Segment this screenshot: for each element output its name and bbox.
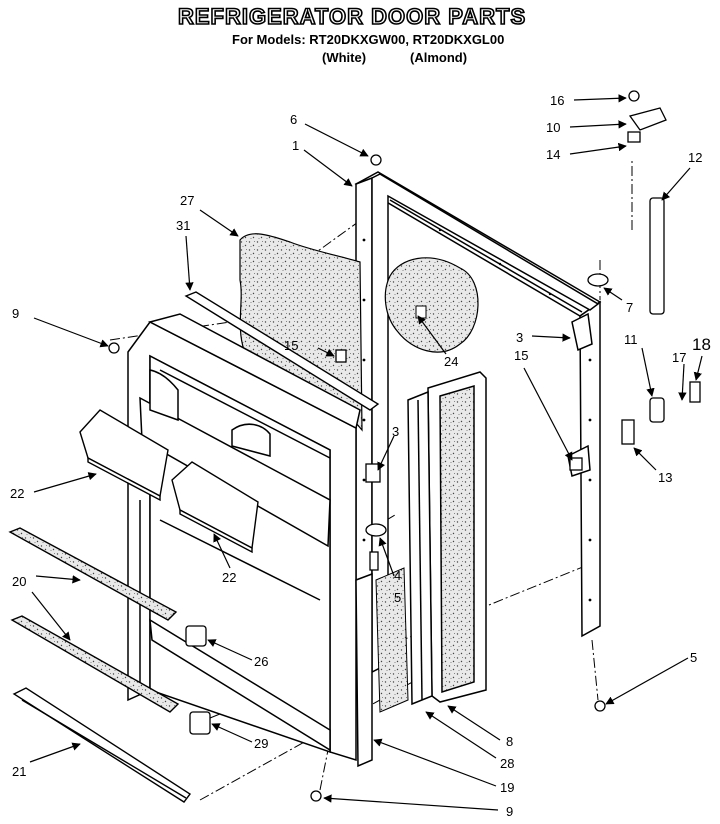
callout-3-center: 3 [392,424,399,439]
leader-lines [29,94,703,811]
callout-labels: 16 10 14 12 6 1 27 31 7 9 3 15 15 24 11 … [10,93,711,819]
callout-14: 14 [546,147,560,162]
small-parts [108,90,701,802]
diagram-title: REFRIGERATOR DOOR PARTS [177,3,527,30]
callout-9-bottom: 9 [506,804,513,819]
retainer-strip-31 [184,291,380,411]
callout-13: 13 [658,470,672,485]
callout-24: 24 [444,354,458,369]
callout-3-right: 3 [516,330,523,345]
callout-26: 26 [254,654,268,669]
callout-27: 27 [180,193,194,208]
callout-20: 20 [12,574,26,589]
callout-22-left: 22 [10,486,24,501]
variant-almond: (Almond) [410,50,468,65]
callout-6: 6 [290,112,297,127]
diagram-header: REFRIGERATOR DOOR PARTS For Models: RT20… [0,0,720,70]
callout-1: 1 [292,138,299,153]
callout-9-top: 9 [12,306,19,321]
door-liner [127,313,361,762]
callout-10: 10 [546,120,560,135]
callout-4: 4 [394,568,401,583]
breaker-strip-19 [355,572,373,768]
callout-15-right: 15 [514,348,528,363]
door-shelves-22 [79,409,259,554]
door-insulation-24 [384,257,479,353]
callout-28: 28 [500,756,514,771]
models-line: For Models: RT20DKXGW00, RT20DKXGL00 [232,32,505,47]
callout-8: 8 [506,734,513,749]
callout-11: 11 [624,332,638,347]
variant-white: (White) [322,50,367,65]
callout-18: 18 [692,335,711,354]
callout-12: 12 [688,150,702,165]
callout-7: 7 [626,300,633,315]
callout-22-center: 22 [222,570,236,585]
insulation-tab [415,305,427,319]
door-gasket [407,371,487,706]
callout-17: 17 [672,350,686,365]
gasket-left-strip [375,567,409,713]
callout-29: 29 [254,736,268,751]
callout-19: 19 [500,780,514,795]
callout-15-foam: 15 [284,338,298,353]
bottom-trims [8,527,192,803]
callout-5-right: 5 [690,650,697,665]
callout-31: 31 [176,218,190,233]
callout-16: 16 [550,93,564,108]
callout-5-center: 5 [394,590,401,605]
callout-21: 21 [12,764,26,779]
